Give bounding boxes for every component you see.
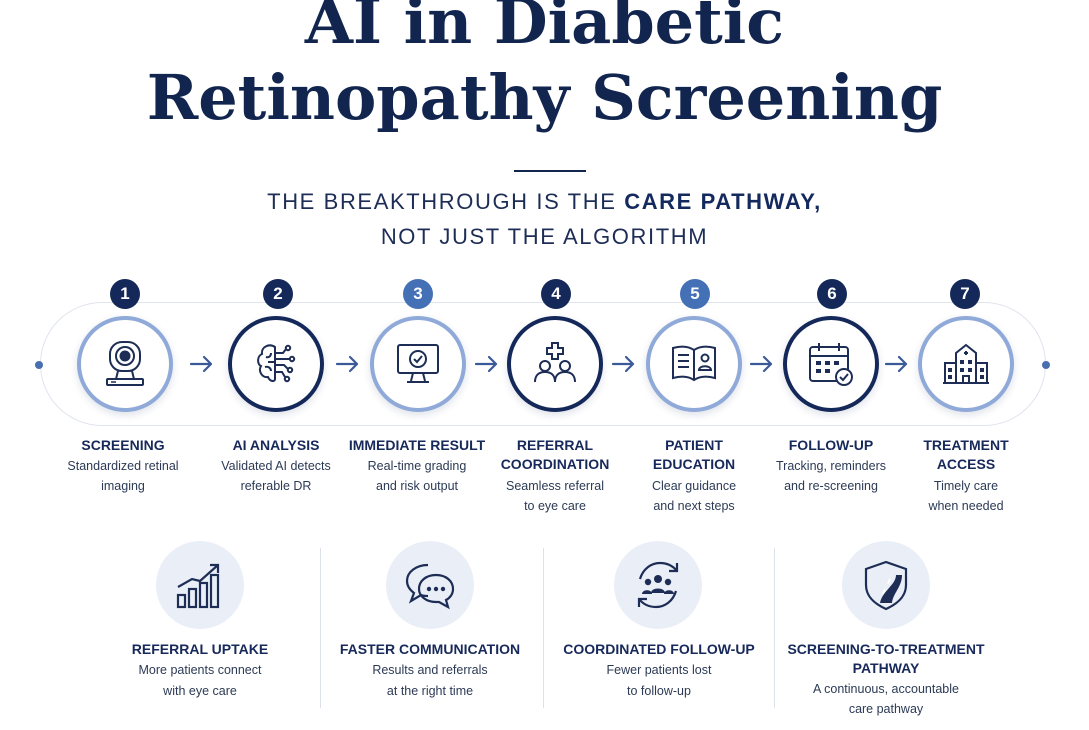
step-7-desc-line-1: Timely care <box>933 479 999 493</box>
step-4-title-line-2: COORDINATION <box>500 456 610 472</box>
subtitle-line-1: THE BREAKTHROUGH IS THE CARE PATHWAY, <box>0 184 1089 219</box>
pathway-start-dot <box>35 361 43 369</box>
ai-brain-icon <box>257 344 296 383</box>
shield-road-icon <box>864 560 908 611</box>
pathway-end-dot <box>1042 361 1050 369</box>
outcome-2-circle <box>386 541 474 629</box>
outcome-4-desc-line-2: care pathway <box>848 702 924 716</box>
step-7-desc-line-2: when needed <box>928 499 1004 513</box>
outcome-4-title: SCREENING-TO-TREATMENT PATHWAY <box>776 640 996 678</box>
outcome-4-title-line-2: PATHWAY <box>852 660 920 676</box>
subtitle-emphasis: CARE PATHWAY, <box>624 189 822 214</box>
outcome-1-title: REFERRAL UPTAKE <box>131 641 269 657</box>
open-book-icon <box>672 345 716 382</box>
step-6-desc-line-2: and re-screening <box>784 479 878 493</box>
outcome-4-circle <box>842 541 930 629</box>
step-4-title: REFERRAL COORDINATION <box>480 436 630 474</box>
step-4-title-line-1: REFERRAL <box>516 437 594 453</box>
subtitle-part-1: THE BREAKTHROUGH IS THE <box>267 189 625 214</box>
calendar-check-icon <box>809 343 853 386</box>
group-cycle-icon <box>637 561 679 609</box>
step-4-number: 4 <box>541 279 571 309</box>
step-6-title: FOLLOW-UP <box>788 437 874 453</box>
retinal-camera-icon <box>106 341 144 386</box>
step-4-circle <box>507 316 603 412</box>
step-2-circle <box>228 316 324 412</box>
step-4-desc-line-1: Seamless referral <box>506 479 604 493</box>
step-7-title-line-1: TREATMENT <box>923 437 1009 453</box>
step-6-circle <box>783 316 879 412</box>
arrow-right-icon <box>749 355 773 373</box>
arrow-right-icon <box>189 355 213 373</box>
step-6-number: 6 <box>817 279 847 309</box>
step-7-title: TREATMENT ACCESS <box>891 436 1041 474</box>
outcome-1-desc-line-2: with eye care <box>163 684 237 698</box>
step-1-desc-line-1: Standardized retinal <box>67 459 179 473</box>
people-medical-icon <box>534 342 576 383</box>
outcome-3-circle <box>614 541 702 629</box>
outcome-divider <box>774 548 775 708</box>
step-1-title: SCREENING <box>81 437 165 453</box>
outcome-1-circle <box>156 541 244 629</box>
step-4-desc-line-2: to eye care <box>524 499 586 513</box>
title-line-2: Retinopathy Screening <box>146 61 943 134</box>
subtitle: THE BREAKTHROUGH IS THE CARE PATHWAY, NO… <box>0 184 1089 254</box>
step-2-desc-line-1: Validated AI detects <box>221 459 331 473</box>
step-3-circle <box>370 316 466 412</box>
outcome-2-title: FASTER COMMUNICATION <box>339 641 521 657</box>
step-6-desc-line-1: Tracking, reminders <box>776 459 886 473</box>
step-5-desc-line-1: Clear guidance <box>651 479 737 493</box>
arrow-right-icon <box>335 355 359 373</box>
step-7-title-line-2: ACCESS <box>936 456 996 472</box>
monitor-check-icon <box>397 344 439 383</box>
arrow-right-icon <box>884 355 908 373</box>
step-2-desc-line-2: referable DR <box>240 479 312 493</box>
outcome-2-desc-line-2: at the right time <box>386 684 474 698</box>
step-1-number: 1 <box>110 279 140 309</box>
step-7-number: 7 <box>950 279 980 309</box>
step-3-title: IMMEDIATE RESULT <box>348 437 486 453</box>
arrow-right-icon <box>611 355 635 373</box>
step-5-desc-line-2: and next steps <box>653 499 735 513</box>
page-title: AI in Diabetic Retinopathy Screening <box>0 0 1089 136</box>
outcome-3-desc-line-2: to follow-up <box>627 684 691 698</box>
step-1-desc-line-2: imaging <box>101 479 145 493</box>
step-1-circle <box>77 316 173 412</box>
step-5-title-line-1: PATIENT <box>665 437 723 453</box>
step-5-number: 5 <box>680 279 710 309</box>
chat-bubbles-icon <box>405 563 455 610</box>
outcome-3-desc-line-1: Fewer patients lost <box>606 663 712 677</box>
step-5-circle <box>646 316 742 412</box>
hospital-icon <box>943 343 989 384</box>
step-2-number: 2 <box>263 279 293 309</box>
title-divider <box>514 170 586 172</box>
outcome-divider <box>320 548 321 708</box>
outcome-2-desc-line-1: Results and referrals <box>372 663 488 677</box>
outcome-4-desc-line-1: A continuous, accountable <box>813 682 959 696</box>
bar-chart-growth-icon <box>176 563 220 609</box>
step-3-desc-line-2: and risk output <box>376 479 458 493</box>
title-line-1: AI in Diabetic <box>304 0 785 58</box>
step-5-title-line-2: EDUCATION <box>652 456 736 472</box>
step-7-circle <box>918 316 1014 412</box>
outcome-3-title: COORDINATED FOLLOW-UP <box>563 641 755 657</box>
outcome-1-desc-line-1: More patients connect <box>138 663 262 677</box>
arrow-right-icon <box>474 355 498 373</box>
step-3-desc-line-1: Real-time grading <box>367 459 467 473</box>
step-5-title: PATIENT EDUCATION <box>619 436 769 474</box>
outcome-divider <box>543 548 544 708</box>
subtitle-line-2: NOT JUST THE ALGORITHM <box>380 224 709 249</box>
outcome-4-title-line-1: SCREENING-TO-TREATMENT <box>787 641 985 657</box>
step-3-number: 3 <box>403 279 433 309</box>
step-2-title: AI ANALYSIS <box>232 437 320 453</box>
